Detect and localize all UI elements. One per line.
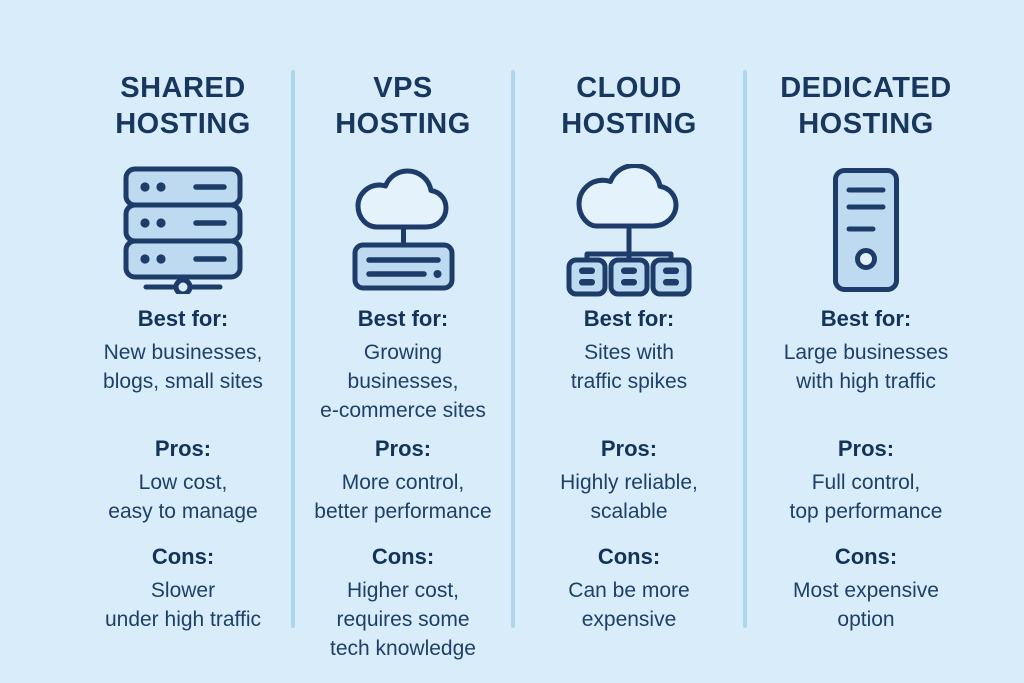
column-vps-hosting: VPS HOSTING Best for: Growing businesses… [293, 60, 513, 683]
cons-text: Can be more expensive [568, 579, 690, 631]
best-for-section: Best for: Growing businesses, e-commerce… [293, 304, 513, 434]
tower-server-icon [832, 156, 900, 304]
pros-section: Pros: Low cost, easy to manage [73, 434, 293, 542]
best-for-section: Best for: Large businesses with high tra… [745, 304, 987, 434]
best-for-text: New businesses, blogs, small sites [103, 341, 263, 393]
pros-text: More control, better performance [314, 471, 492, 523]
cloud-server-icon [350, 156, 456, 304]
cons-label: Cons: [371, 544, 435, 569]
column-title: SHARED HOSTING [115, 72, 251, 140]
column-title: VPS HOSTING [335, 72, 471, 140]
stacked-servers-icon [122, 156, 244, 304]
column-divider [291, 70, 295, 628]
cons-section: Cons: Higher cost, requires some tech kn… [293, 542, 513, 683]
column-cloud-hosting: CLOUD HOSTING Best for: Sites with traff… [513, 60, 745, 683]
cons-label: Cons: [151, 544, 215, 569]
best-for-text: Sites with traffic spikes [570, 341, 688, 393]
pros-label: Pros: [600, 436, 658, 461]
column-divider [743, 70, 747, 628]
pros-section: Pros: Full control, top performance [745, 434, 987, 542]
pros-text: Low cost, easy to manage [108, 471, 258, 523]
best-for-text: Large businesses with high traffic [783, 341, 949, 393]
cons-text: Slower under high traffic [104, 579, 262, 631]
pros-section: Pros: Highly reliable, scalable [513, 434, 745, 542]
column-shared-hosting: SHARED HOSTING [0, 60, 293, 683]
cons-section: Cons: Slower under high traffic [73, 542, 293, 683]
best-for-label: Best for: [137, 306, 229, 331]
best-for-label: Best for: [583, 306, 675, 331]
pros-label: Pros: [154, 436, 212, 461]
pros-section: Pros: More control, better performance [293, 434, 513, 542]
best-for-label: Best for: [820, 306, 912, 331]
cons-section: Cons: Most expensive option [745, 542, 987, 683]
column-dedicated-hosting: DEDICATED HOSTING Best for: Large busine… [745, 60, 1024, 683]
cons-text: Higher cost, requires some tech knowledg… [330, 579, 476, 660]
column-title: CLOUD HOSTING [561, 72, 697, 140]
cons-text: Most expensive option [793, 579, 939, 631]
best-for-section: Best for: Sites with traffic spikes [513, 304, 745, 434]
column-title: DEDICATED HOSTING [780, 72, 952, 140]
cloud-cluster-icon [563, 156, 695, 304]
pros-text: Highly reliable, scalable [560, 471, 698, 523]
best-for-label: Best for: [357, 306, 449, 331]
cons-label: Cons: [834, 544, 898, 569]
best-for-text: Growing businesses, e-commerce sites [320, 341, 486, 422]
cons-label: Cons: [597, 544, 661, 569]
pros-label: Pros: [837, 436, 895, 461]
pros-text: Full control, top performance [789, 471, 943, 523]
column-divider [511, 70, 515, 628]
cons-section: Cons: Can be more expensive [513, 542, 745, 683]
best-for-section: Best for: New businesses, blogs, small s… [73, 304, 293, 434]
pros-label: Pros: [374, 436, 432, 461]
